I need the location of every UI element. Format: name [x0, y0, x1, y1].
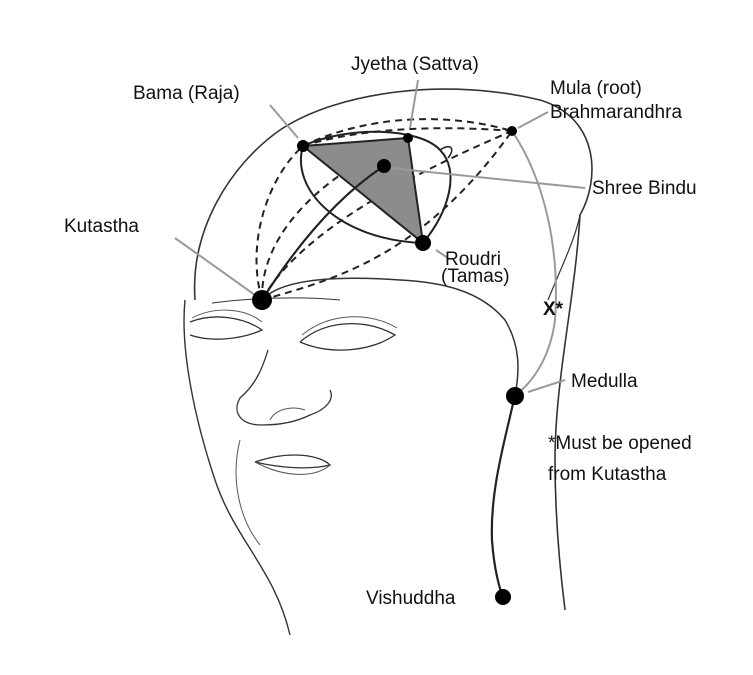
kutastha-dot — [252, 290, 272, 310]
label-mula: Mula (root) — [550, 78, 642, 99]
vishuddha-dot — [495, 589, 511, 605]
spinal-line — [490, 394, 517, 598]
chakra-points — [252, 126, 524, 605]
label-jyetha: Jyetha (Sattva) — [351, 54, 479, 75]
triangle-shaded — [300, 136, 425, 246]
medulla-dot — [506, 387, 524, 405]
label-medulla: Medulla — [571, 371, 638, 392]
bama-dot — [297, 140, 309, 152]
face-profile — [183, 299, 291, 636]
label-brahmarandhra: Brahmarandhra — [550, 102, 683, 123]
nose — [236, 349, 332, 426]
label-bama: Bama (Raja) — [133, 83, 240, 104]
right-eye — [299, 323, 397, 351]
pointer-lines — [174, 79, 586, 396]
label-shree-bindu: Shree Bindu — [592, 178, 697, 199]
head-outline — [193, 88, 593, 611]
left-eye — [189, 316, 264, 340]
shree-bindu-dot — [377, 159, 391, 173]
label-vishuddha: Vishuddha — [366, 588, 456, 609]
forehead-line — [211, 297, 341, 304]
bindu-loop — [300, 130, 452, 245]
brain-outline — [261, 277, 519, 396]
label-roudri: Roudri — [445, 249, 501, 270]
dashed-pathways — [255, 118, 513, 301]
mula-dot — [507, 126, 517, 136]
mouth — [254, 454, 332, 469]
kutastha-bindu-line — [261, 165, 385, 301]
label-tamas: (Tamas) — [441, 266, 510, 287]
label-kutastha: Kutastha — [64, 216, 139, 237]
label-x-mark: X* — [543, 299, 564, 320]
roudri-dot — [415, 235, 431, 251]
note-line-1: *Must be opened — [548, 433, 692, 454]
neck-back-line — [547, 214, 581, 301]
note-line-2: from Kutastha — [548, 464, 667, 485]
jyetha-dot — [403, 133, 413, 143]
